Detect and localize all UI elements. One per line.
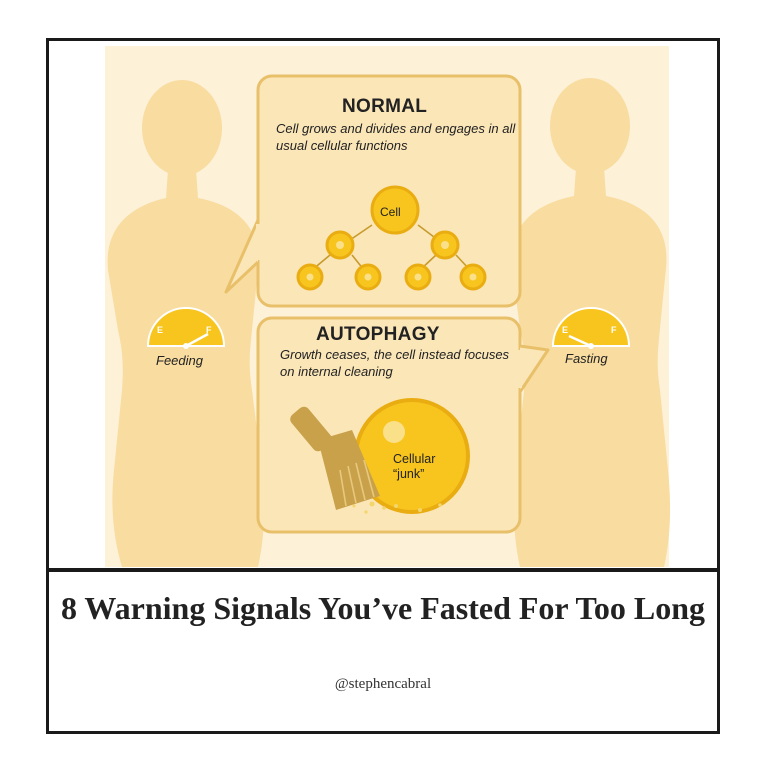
feeding-gauge-full-label: F xyxy=(206,325,212,335)
normal-heading: NORMAL xyxy=(342,96,428,117)
brush-icon xyxy=(290,406,380,510)
autophagy-heading: AUTOPHAGY xyxy=(316,324,440,345)
left-figure-silhouette xyxy=(107,80,265,567)
caption-divider xyxy=(46,568,720,572)
autophagy-description: Growth ceases, the cell instead focuses … xyxy=(280,347,510,379)
cellular-junk-label: Cellular “junk” xyxy=(393,452,436,481)
autophagy-panel-pointer xyxy=(518,344,550,393)
fasting-gauge-full-label: F xyxy=(611,325,617,335)
fasting-label: Fasting xyxy=(565,351,608,366)
fasting-gauge-icon xyxy=(551,307,631,349)
feeding-gauge-icon xyxy=(146,307,226,349)
cell-label: Cell xyxy=(380,205,401,219)
caption-title: 8 Warning Signals You’ve Fasted For Too … xyxy=(61,590,705,626)
cell-division-tree xyxy=(296,185,487,291)
normal-description: Cell grows and divides and engages in al… xyxy=(276,121,516,153)
parent-cell xyxy=(370,185,420,235)
normal-panel-pointer xyxy=(224,219,260,294)
fasting-gauge-empty-label: E xyxy=(562,325,569,335)
author-handle: @stephencabral xyxy=(334,676,432,692)
right-figure-silhouette xyxy=(511,78,671,567)
feeding-gauge-empty-label: E xyxy=(157,325,164,335)
feeding-label: Feeding xyxy=(156,353,203,368)
